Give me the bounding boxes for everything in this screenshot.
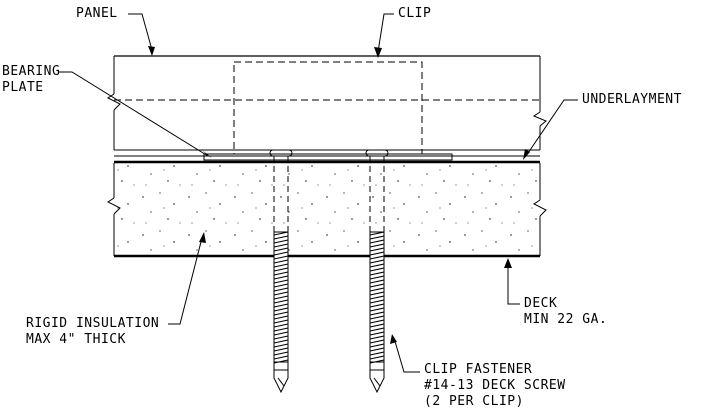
panel [107,55,547,150]
label-clip-fastener-line3: (2 PER CLIP) [424,394,524,409]
label-underlayment: UNDERLAYMENT [582,92,682,107]
label-clip-fastener-line1: CLIP FASTENER [424,362,533,377]
clip [114,61,540,155]
leader-lines [58,13,578,373]
label-bearing-plate-line2: PLATE [2,80,44,95]
clip-fastener-left [273,156,289,394]
label-clip-fastener-line2: #14-13 DECK SCREW [424,378,566,393]
bearing-plate [203,149,453,161]
label-deck-line1: DECK [524,296,558,311]
clip-fastener-right [369,156,385,394]
label-rigid-insulation-line2: MAX 4" THICK [26,332,126,347]
label-bearing-plate-line1: BEARING [2,64,61,79]
label-panel: PANEL [76,6,118,21]
label-rigid-insulation-line1: RIGID INSULATION [26,316,160,331]
arrowheads [148,46,530,344]
label-deck-line2: MIN 22 GA. [524,312,608,327]
underlayment [114,149,540,164]
rigid-insulation [107,163,547,256]
label-clip: CLIP [398,6,432,21]
